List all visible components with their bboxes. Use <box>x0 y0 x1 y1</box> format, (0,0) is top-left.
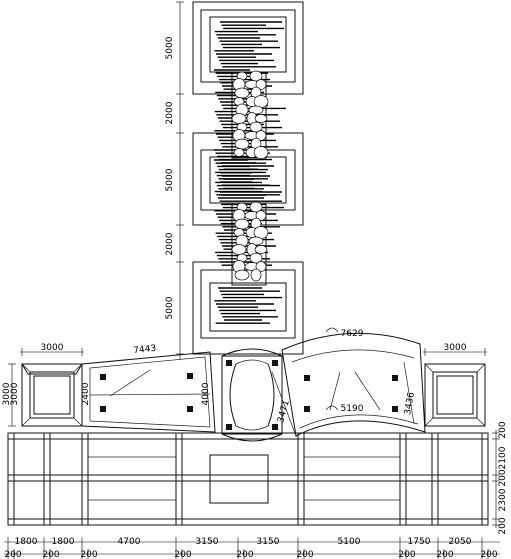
plaza-section <box>21 327 486 442</box>
pebble-strip-2 <box>231 202 267 286</box>
left-trapezoid <box>81 351 216 433</box>
dim-v-5: 5000 <box>165 296 175 319</box>
dim-inner-3: 3471 <box>276 399 292 424</box>
bottom-band-outer <box>7 432 489 526</box>
pebble <box>234 87 250 99</box>
pebble <box>253 146 269 159</box>
dim-arc-3: 5190 <box>341 404 364 414</box>
pebble <box>234 138 250 150</box>
dim-bottom-main-3: 4700 <box>118 537 141 547</box>
plaza-dimensions: 3000 3000 3000 3000 7443 7629 5190 2400 … <box>2 329 487 427</box>
dim-width-right: 3000 <box>444 343 467 353</box>
dim-bottom-main-2: 1800 <box>52 537 75 547</box>
dim-bottom-main-1: 1800 <box>15 537 38 547</box>
bottom-dimension-chain: 1800 1800 4700 3150 3150 5100 1750 2050 200 200 20… <box>4 537 500 559</box>
dim-inner-2: 4000 <box>201 382 211 405</box>
left-planter <box>21 363 83 427</box>
pebble <box>231 244 247 255</box>
dim-bottom-small-4: 200 <box>174 550 191 559</box>
right-dimension-chain: 200 2100 200 2300 200 <box>492 421 508 535</box>
left-dimension-chain: 5000 2000 5000 2000 5000 <box>165 1 184 360</box>
pebble <box>248 236 264 246</box>
dim-right-3: 200 <box>498 469 508 486</box>
dim-width-left: 3000 <box>41 343 64 353</box>
dim-right-4: 2300 <box>498 488 508 511</box>
pebble-strip-1 <box>231 71 267 159</box>
dim-right-2: 2100 <box>498 446 508 469</box>
pebble <box>234 269 250 281</box>
walkway-column <box>192 1 304 355</box>
dim-bottom-small-2: 200 <box>42 550 59 559</box>
pebble <box>255 130 267 141</box>
dim-right-5: 200 <box>498 517 508 534</box>
dim-inner-4: 3436 <box>403 391 417 416</box>
dim-bottom-main-7: 1750 <box>408 537 431 547</box>
pebble <box>234 218 250 230</box>
dim-bottom-main-4: 3150 <box>196 537 219 547</box>
dim-plaza-left-2: 3000 <box>10 382 20 405</box>
dim-bottom-main-5: 3150 <box>257 537 280 547</box>
center-oval-frame <box>221 355 283 435</box>
dim-bottom-small-3: 200 <box>80 550 97 559</box>
pebble <box>248 105 264 115</box>
pebble <box>255 210 267 221</box>
pebble <box>255 261 267 272</box>
dim-right-1: 200 <box>498 421 508 438</box>
pebble <box>255 79 267 90</box>
bottom-band <box>7 432 489 526</box>
dim-bottom-small-9: 200 <box>480 550 497 559</box>
dim-bottom-small-1: 200 <box>4 550 21 559</box>
dim-bottom-small-7: 200 <box>398 550 415 559</box>
right-fan <box>281 332 426 437</box>
dim-arc-1: 7443 <box>133 344 157 356</box>
pebble <box>233 148 245 157</box>
dim-bottom-small-5: 200 <box>236 550 253 559</box>
dim-v-1: 5000 <box>165 36 175 59</box>
pebble <box>250 268 262 282</box>
dim-inner-1: 2400 <box>81 382 91 405</box>
bottom-center-square <box>209 454 269 504</box>
right-planter <box>424 363 486 427</box>
pebble <box>254 114 268 123</box>
pebble <box>254 245 268 254</box>
dim-bottom-main-6: 5100 <box>338 537 361 547</box>
dim-v-4: 2000 <box>165 232 175 255</box>
dim-bottom-small-6: 200 <box>296 550 313 559</box>
dim-plaza-left-1: 3000 <box>2 382 12 405</box>
dim-bottom-main-8: 2050 <box>449 537 472 547</box>
dim-bottom-small-8: 200 <box>436 550 453 559</box>
dim-arc-2: 7629 <box>341 329 364 339</box>
dim-v-3: 5000 <box>165 168 175 191</box>
pebble <box>231 113 247 124</box>
dim-v-2: 2000 <box>165 101 175 124</box>
